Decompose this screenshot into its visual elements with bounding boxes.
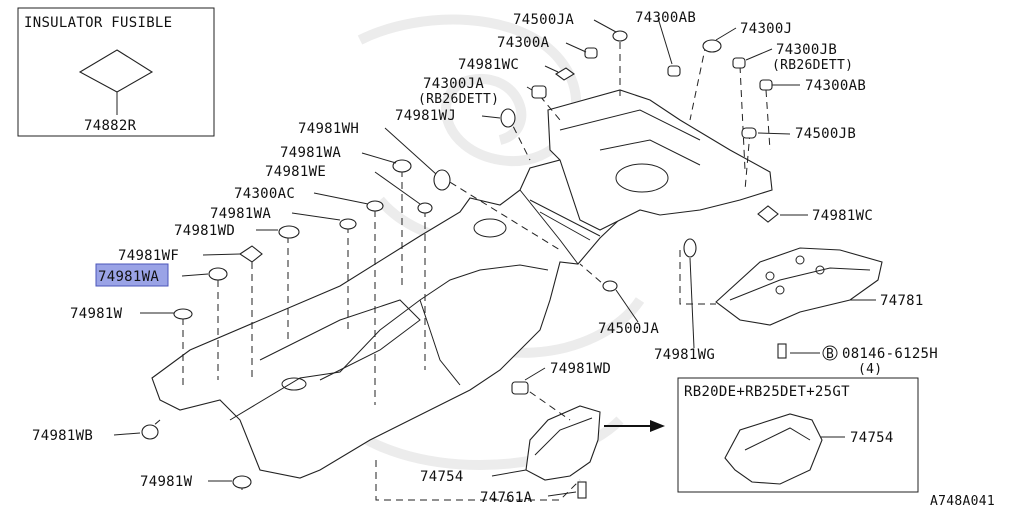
inset-engine-variant: RB20DE+RB25DET+25GT 74754 [677, 377, 919, 493]
plug-74981WG-icon [683, 238, 697, 258]
label-74981WB[interactable]: 74981WB [32, 428, 93, 444]
heat-shield-74781 [715, 247, 883, 326]
arrow-to-inset [604, 420, 665, 432]
plug-74981WA-1-icon [392, 159, 412, 173]
label-74754[interactable]: 74754 [420, 469, 464, 485]
part-labels: 74500JA 74300AB 74300J 74300A 74300JB (R… [32, 10, 995, 509]
grommet-74300AB-right-icon [759, 79, 773, 91]
label-74981WE[interactable]: 74981WE [265, 164, 326, 180]
clip-74500JB-icon [741, 127, 757, 139]
plug-74981WA-3-icon [208, 267, 228, 281]
label-74981WA-1[interactable]: 74981WA [280, 145, 341, 161]
floor-panel [151, 159, 641, 479]
label-74300J[interactable]: 74300J [740, 21, 792, 37]
plug-74981WJ-icon [500, 108, 516, 128]
label-74500JB[interactable]: 74500JB [795, 126, 856, 142]
rear-floor-panel [547, 89, 773, 231]
label-74981WA-3[interactable]: 74981WA [98, 269, 159, 285]
grommet-74981W-bottom-icon [232, 475, 252, 489]
label-74981W-top[interactable]: 74981W [70, 306, 123, 322]
grommet-74300A-icon [584, 47, 598, 59]
inset-frame-right [677, 377, 919, 493]
grommet-74981W-top-icon [173, 308, 193, 320]
seal-74981WC-icon [555, 67, 575, 81]
label-74981WJ[interactable]: 74981WJ [395, 108, 456, 124]
label-74981WH[interactable]: 74981WH [298, 121, 359, 137]
label-74300A[interactable]: 74300A [497, 35, 550, 51]
bolt-circle-badge [822, 345, 838, 361]
fasteners [141, 30, 787, 499]
label-74761A[interactable]: 74761A [480, 490, 533, 506]
heat-shield-variant-icon [724, 413, 823, 485]
inset-part-number[interactable]: 74882R [84, 118, 137, 134]
label-74981W-bottom[interactable]: 74981W [140, 474, 193, 490]
label-74500JA-top[interactable]: 74500JA [513, 12, 574, 28]
seal-74981WC-right-icon [757, 205, 779, 223]
label-74500JA-mid[interactable]: 74500JA [598, 321, 659, 337]
label-74781[interactable]: 74781 [880, 293, 924, 309]
dashed-leaders [145, 42, 771, 501]
clip-74500JA-mid-icon [602, 280, 618, 292]
label-74300JA-note: (RB26DETT) [418, 92, 499, 107]
label-74981WC-top[interactable]: 74981WC [458, 57, 519, 73]
grommet-74300JA-icon [531, 85, 547, 99]
label-74300JB[interactable]: 74300JB [776, 42, 837, 58]
label-74300AC[interactable]: 74300AC [234, 186, 295, 202]
label-74981WC-right[interactable]: 74981WC [812, 208, 873, 224]
label-74981WD-bottom[interactable]: 74981WD [550, 361, 611, 377]
inset-insulator-fusible: INSULATOR FUSIBLE 74882R [17, 7, 215, 137]
heat-shield-74754 [525, 405, 601, 481]
label-74300JB-note: (RB26DETT) [772, 58, 853, 73]
inset-frame [17, 7, 215, 137]
plug-74981WH-icon [433, 169, 451, 191]
plug-74981WA-2-icon [339, 218, 357, 230]
label-74300AB-right[interactable]: 74300AB [805, 78, 866, 94]
bolt-74761A-icon [577, 481, 587, 499]
grommet-74300AB-icon [667, 65, 681, 77]
label-74981WF[interactable]: 74981WF [118, 248, 179, 264]
page-id: A748A041 [930, 494, 995, 509]
inset-right-part[interactable]: 74754 [850, 430, 894, 446]
inset-title: INSULATOR FUSIBLE [24, 15, 172, 31]
grommet-74300J-icon [702, 39, 722, 53]
plug-74981WE-icon [417, 202, 433, 214]
label-74981WG[interactable]: 74981WG [654, 347, 715, 363]
search-highlight [95, 263, 169, 287]
clip-74500JA-icon [612, 30, 628, 42]
plug-74981WD-icon [278, 225, 300, 239]
plug-74300AC-icon [366, 200, 384, 212]
arrow-right-icon [650, 420, 665, 432]
bolt-circle-letter: B [826, 347, 834, 362]
label-74981WD-top[interactable]: 74981WD [174, 223, 235, 239]
solid-leaders [113, 17, 876, 497]
label-74300JA[interactable]: 74300JA [423, 76, 484, 92]
plug-74981WB-icon [141, 424, 159, 440]
inset-right-title: RB20DE+RB25DET+25GT [684, 384, 850, 400]
grommet-74300JB-icon [732, 57, 746, 69]
bolt-icon [777, 343, 787, 359]
seal-74981WF-icon [239, 245, 263, 263]
insulator-diamond-icon [78, 49, 154, 93]
plug-74981WD-bottom-icon [511, 381, 529, 395]
label-bolt-code[interactable]: 08146-6125H [842, 346, 938, 362]
label-bolt-qty: (4) [858, 362, 882, 377]
label-74981WA-2[interactable]: 74981WA [210, 206, 271, 222]
label-74300AB-top[interactable]: 74300AB [635, 10, 696, 26]
